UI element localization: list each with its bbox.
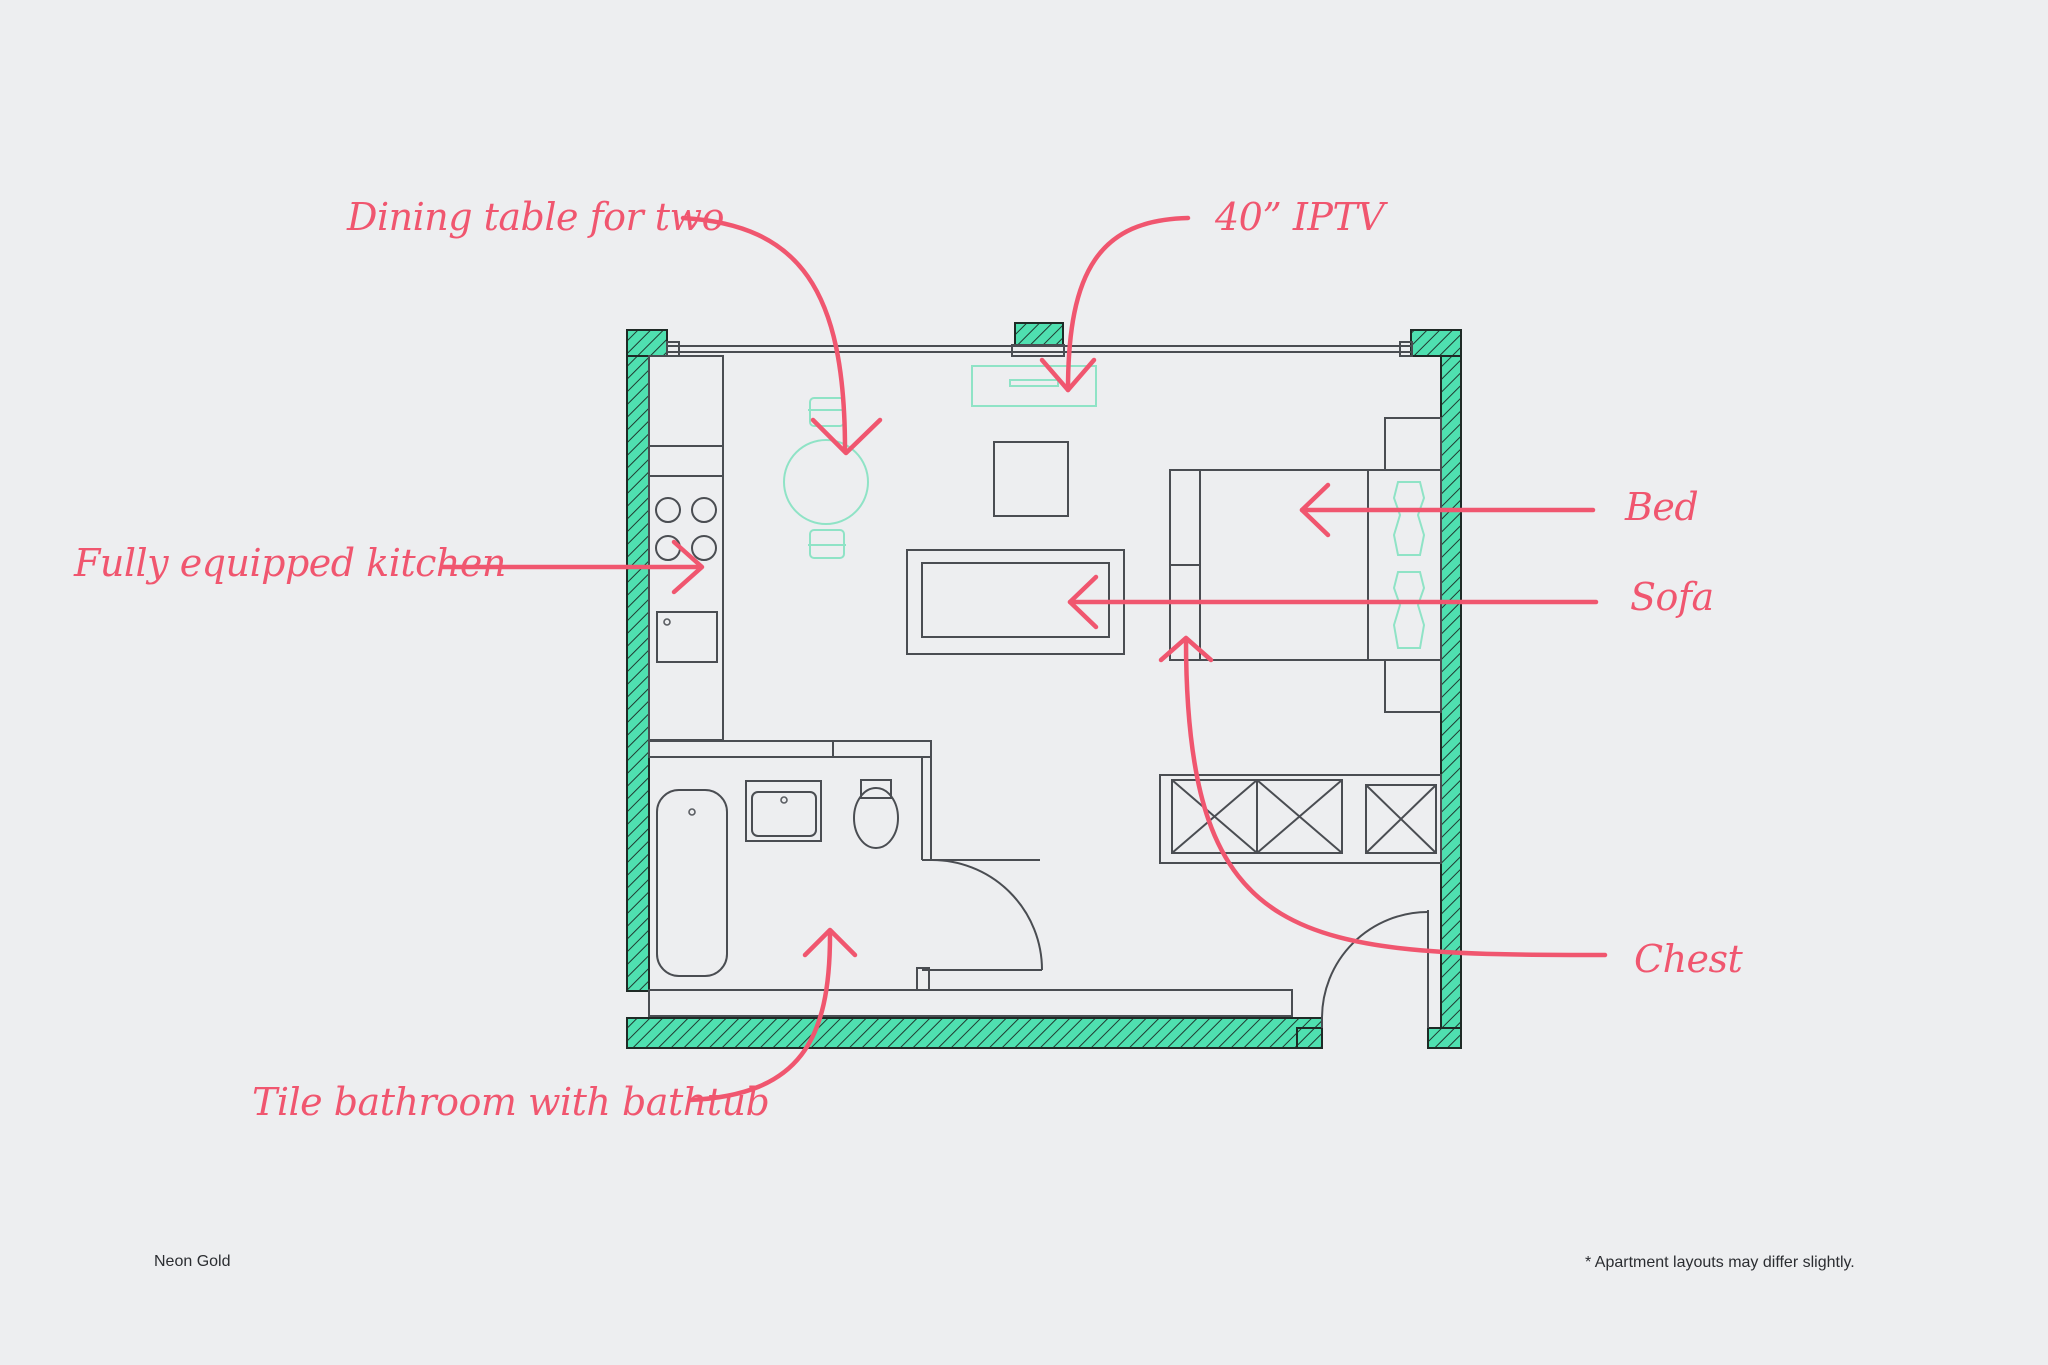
coffee-table xyxy=(993,441,1069,517)
dining-table xyxy=(783,397,869,559)
bathroom xyxy=(648,740,1043,991)
label-bathroom: Tile bathroom with bathtub xyxy=(252,1080,770,1124)
disclaimer: * Apartment layouts may differ slightly. xyxy=(1585,1254,1855,1271)
label-chest: Chest xyxy=(1634,937,1743,981)
chest xyxy=(1159,774,1442,864)
tv-unit xyxy=(971,365,1097,407)
bed xyxy=(1169,417,1442,713)
label-tv: 40” IPTV xyxy=(1215,195,1385,239)
arrow-dining xyxy=(680,215,848,453)
label-dining-table: Dining table for two xyxy=(347,195,724,239)
entrance-door xyxy=(1321,910,1429,1028)
label-kitchen: Fully equipped kitchen xyxy=(74,541,506,585)
annotation-arrows xyxy=(440,215,1608,1103)
label-sofa: Sofa xyxy=(1630,575,1714,619)
label-bed: Bed xyxy=(1625,485,1699,529)
apartment-name: Neon Gold xyxy=(154,1253,231,1270)
arrow-tv xyxy=(1065,215,1191,393)
walls xyxy=(626,322,1462,1049)
arrow-chest xyxy=(1183,637,1608,958)
arrow-bathroom xyxy=(687,932,833,1103)
kitchen-counter xyxy=(648,355,724,741)
